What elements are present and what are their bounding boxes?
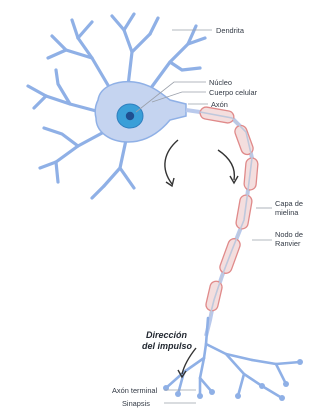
synaptic-knobs [163, 359, 303, 401]
synaptic-knob [259, 383, 265, 389]
myelin-segment [233, 124, 255, 156]
label-axon-terminal: Axón terminal [112, 386, 158, 395]
label-cuerpo-celular: Cuerpo celular [209, 88, 258, 97]
label-direccion-1: Dirección [146, 330, 188, 340]
label-sinapsis: Sinapsis [122, 399, 150, 408]
label-nodo-ranvier-2: Ranvier [275, 239, 301, 248]
synaptic-knob [297, 359, 303, 365]
label-capa-mielina-1: Capa de [275, 199, 303, 208]
label-capa-mielina-2: mielina [275, 208, 299, 217]
myelin-sheath [199, 106, 258, 312]
synaptic-knob [197, 393, 203, 399]
synaptic-knob [175, 391, 181, 397]
label-nodo-ranvier-1: Nodo de [275, 230, 303, 239]
arrow-right-curve [218, 150, 234, 180]
synaptic-knob [279, 395, 285, 401]
synaptic-knob [209, 389, 215, 395]
nucleolus [126, 112, 134, 120]
label-axon: Axón [211, 100, 228, 109]
synaptic-knob [283, 381, 289, 387]
label-nucleo: Núcleo [209, 78, 232, 87]
synaptic-knob [235, 393, 241, 399]
arrow-left-curve [165, 140, 178, 184]
label-dendrita: Dendrita [216, 26, 245, 35]
arrow-bottom-curve [182, 348, 196, 374]
label-direccion-2: del impulso [142, 341, 193, 351]
myelin-segment [235, 194, 253, 230]
myelin-segment [205, 280, 223, 312]
